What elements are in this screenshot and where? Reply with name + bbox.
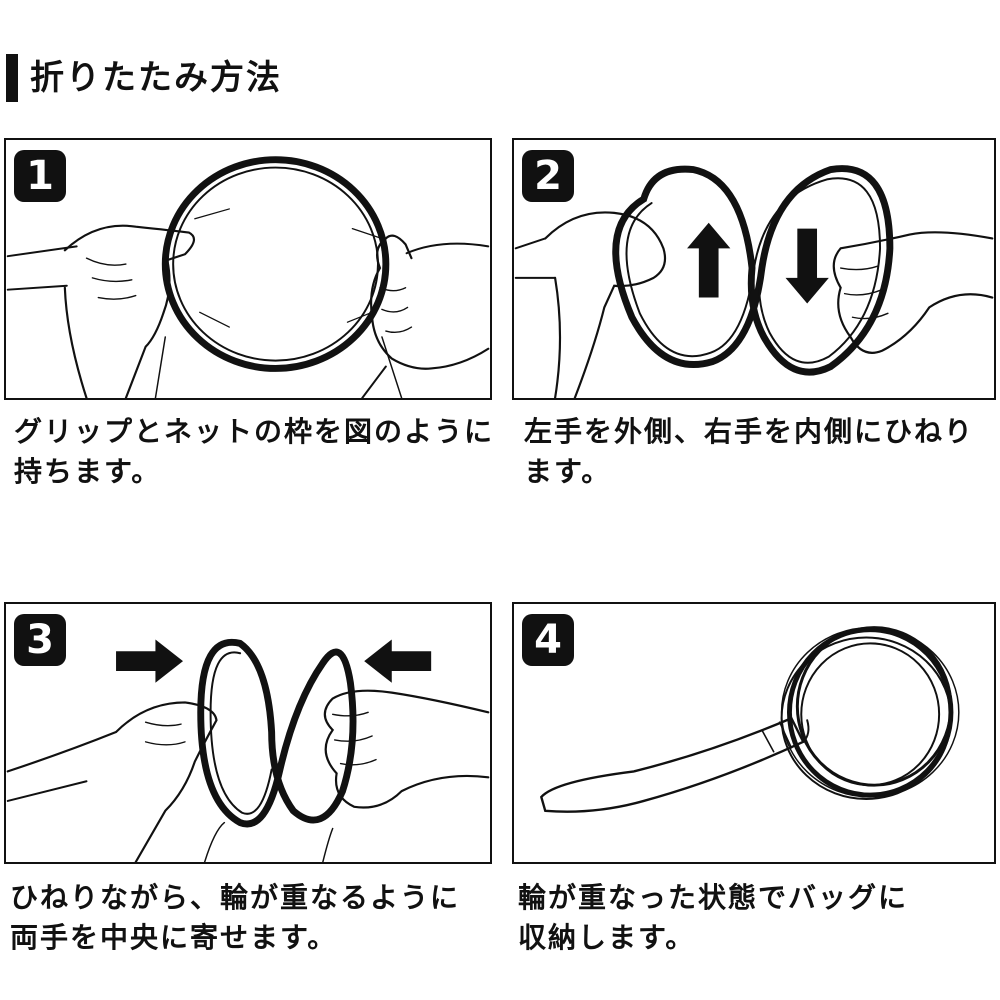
step-2-panel: 2 bbox=[512, 138, 996, 400]
step-2-illustration bbox=[514, 165, 994, 398]
step-4-caption-line-1: 輪が重なった状態でバッグに bbox=[518, 881, 909, 914]
step-4-caption: 輪が重なった状態でバッグに 収納します。 bbox=[518, 878, 908, 958]
step-2-caption-line-1: 左手を外側、右手を内側にひねり bbox=[524, 415, 975, 448]
step-1-caption-line-2: 持ちます。 bbox=[14, 455, 162, 488]
step-3-caption-line-1: ひねりながら、輪が重なるように bbox=[10, 881, 461, 914]
step-2-caption-line-2: ます。 bbox=[524, 455, 612, 488]
step-3-number: 3 bbox=[14, 614, 66, 666]
step-4-caption-line-2: 収納します。 bbox=[518, 921, 696, 954]
step-2-caption: 左手を外側、右手を内側にひねり ます。 bbox=[524, 412, 974, 492]
step-4-panel: 4 bbox=[512, 602, 996, 864]
step-1-caption-line-1: グリップとネットの枠を図のように bbox=[14, 415, 495, 448]
step-3-caption: ひねりながら、輪が重なるように 両手を中央に寄せます。 bbox=[10, 878, 460, 958]
step-1-panel: 1 bbox=[4, 138, 492, 400]
step-3-illustration bbox=[6, 638, 490, 862]
step-3-caption-line-2: 両手を中央に寄せます。 bbox=[10, 921, 338, 954]
step-1-number: 1 bbox=[14, 150, 66, 202]
step-2-number: 2 bbox=[522, 150, 574, 202]
step-4-illustration bbox=[539, 626, 960, 813]
step-1-illustration bbox=[6, 156, 490, 398]
title-bar-marker bbox=[6, 54, 18, 102]
page-title: 折りたたみ方法 bbox=[30, 58, 282, 98]
step-3-panel: 3 bbox=[4, 602, 492, 864]
step-1-caption: グリップとネットの枠を図のように 持ちます。 bbox=[14, 412, 494, 492]
step-4-number: 4 bbox=[522, 614, 574, 666]
